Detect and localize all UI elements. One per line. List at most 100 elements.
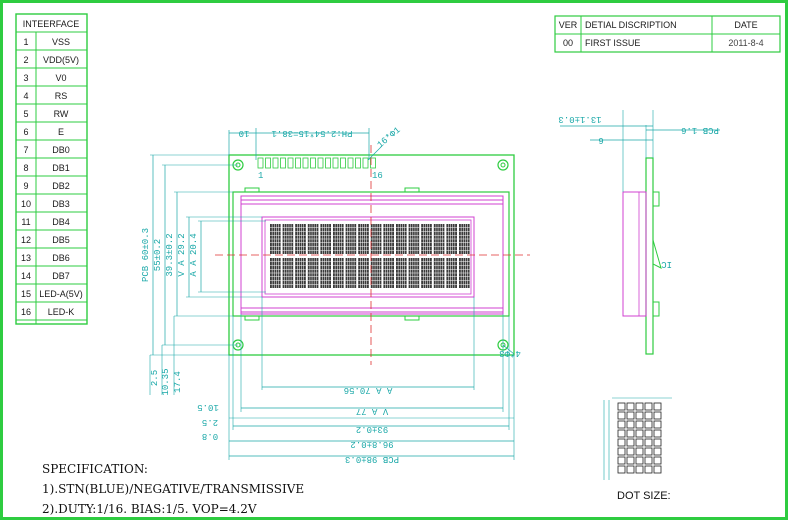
side-pcb [645, 157, 654, 355]
dot-cell [653, 402, 662, 411]
dim-va-h: V A 29.2 [177, 233, 187, 276]
revision-col-desc: DETIAL DISCRIPTION [585, 20, 677, 30]
dim-aa-h: A A 20.4 [189, 233, 199, 276]
viewing-area-inner [264, 219, 472, 295]
pin-name: DB6 [52, 253, 70, 263]
dot-cell [635, 438, 644, 447]
dot-cell [626, 465, 635, 474]
revision-col-ver: VER [559, 20, 578, 30]
pin-number: 6 [23, 127, 28, 137]
pin-number: 11 [21, 217, 30, 227]
dot-cell [635, 456, 644, 465]
dim-aa-w: A A 70.56 [344, 385, 393, 395]
dot-cell [626, 429, 635, 438]
dim-w93: 93±0.2 [356, 424, 388, 434]
dot-cell [635, 420, 644, 429]
dim-l174: 17.4 [173, 371, 183, 393]
pin-name: E [58, 127, 64, 137]
dim-w08: 0.8 [202, 431, 218, 441]
dot-cell [644, 429, 653, 438]
dot-cell [617, 402, 626, 411]
dot-cell [626, 411, 635, 420]
dot-cell [635, 447, 644, 456]
dot-cell [653, 465, 662, 474]
pin-name: DB0 [52, 145, 70, 155]
hole-label-top: 16*Φ1 [376, 125, 403, 150]
side-lcd [622, 191, 647, 317]
pin-name: DB1 [52, 163, 70, 173]
dot-cell [617, 420, 626, 429]
side-tab-top [652, 191, 660, 207]
dot-cell [644, 447, 653, 456]
dot-cell [617, 438, 626, 447]
pin-number: 4 [23, 91, 28, 101]
pin-name: RW [54, 109, 69, 119]
hole-leader-top [367, 145, 383, 161]
left-dimensions [150, 154, 266, 356]
pin-name: DB2 [52, 181, 70, 191]
pin-number: 9 [23, 181, 28, 191]
side-view: IC 13.1±0.3 6 PCB 1.6 [558, 110, 720, 355]
dot-cell [635, 411, 644, 420]
dim-left-offset: 10 [239, 128, 250, 138]
specification-block: SPECIFICATION: 1).STN(BLUE)/NEGATIVE/TRA… [42, 459, 304, 519]
dot-cell [626, 438, 635, 447]
dim-side-6: 6 [598, 135, 603, 145]
header-pin [280, 157, 286, 169]
dot-cell [653, 420, 662, 429]
dot-cell [617, 447, 626, 456]
specification-title: SPECIFICATION: [42, 462, 148, 476]
pin-number: 3 [23, 73, 28, 83]
pin-number: 2 [23, 55, 28, 65]
dim-thick: 13.1±0.3 [558, 114, 601, 124]
revision-col-date: DATE [734, 20, 757, 30]
dot-cell [644, 438, 653, 447]
header-pin [272, 157, 279, 169]
header-pin [302, 157, 309, 169]
pin-name: LED-A(5V) [39, 289, 83, 299]
dot-cell [635, 429, 644, 438]
dim-w105: 10.5 [197, 402, 219, 412]
mount-hole-top-right-inner [500, 162, 506, 168]
header-pin [355, 157, 361, 169]
pin-number: 16 [21, 307, 31, 317]
hole-label-bottom: 4*Φ3 [499, 348, 521, 358]
dot-cell [626, 447, 635, 456]
specification-line-1: 1).STN(BLUE)/NEGATIVE/TRANSMISSIVE [42, 482, 305, 496]
dot-cell [653, 447, 662, 456]
pin-sixteen-label: 16 [372, 171, 383, 181]
header-pin [347, 157, 354, 169]
side-ic-label: IC [661, 259, 672, 269]
pin-number: 10 [21, 199, 31, 209]
bezel-tabs [244, 187, 420, 321]
dot-cell [644, 465, 653, 474]
dot-cell [626, 420, 635, 429]
pin-name: VDD(5V) [43, 55, 79, 65]
bottom-dimensions [228, 297, 515, 460]
specification-line-2: 2).DUTY:1/16. BIAS:1/5. VOP=4.2V [42, 502, 257, 516]
header-pin [370, 157, 376, 169]
side-ic-blob [652, 239, 662, 269]
revision-date: 2011-8-4 [728, 38, 763, 48]
header-pin [317, 157, 324, 169]
dot-size-detail [603, 397, 672, 480]
header-pin [257, 157, 264, 169]
pin-name: VSS [52, 37, 70, 47]
header-pin [310, 157, 316, 169]
dot-cell [617, 456, 626, 465]
pin-number: 14 [21, 271, 31, 281]
pin-number: 7 [23, 145, 28, 155]
pin-number: 12 [21, 235, 31, 245]
lcd-top-strip [240, 199, 504, 205]
dot-cell [617, 465, 626, 474]
revision-ver: 00 [563, 38, 573, 48]
pin-name: RS [55, 91, 68, 101]
header-pin [340, 157, 346, 169]
dot-cell [617, 429, 626, 438]
pin-name: LED-K [48, 307, 75, 317]
dot-cell [617, 411, 626, 420]
header-pin [325, 157, 331, 169]
